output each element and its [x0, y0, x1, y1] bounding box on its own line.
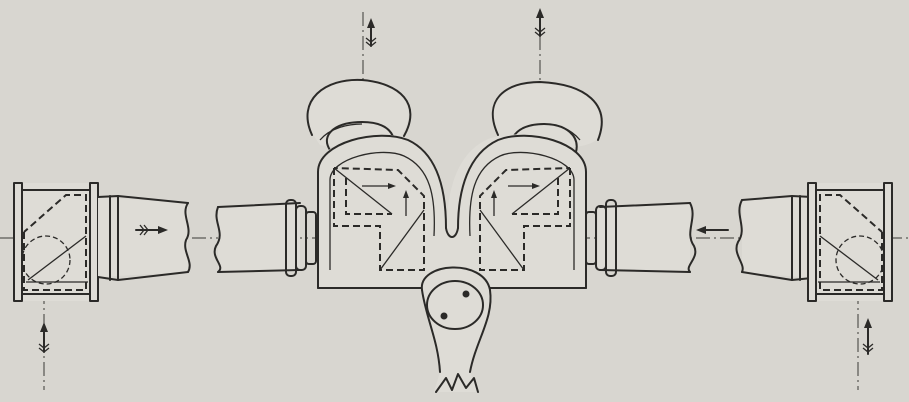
- arrow-up-icon: [491, 190, 497, 216]
- arrow-up-icon: [862, 318, 874, 355]
- arrow-up-icon: [534, 8, 546, 37]
- arrow-up-icon: [365, 18, 377, 47]
- right-tube: [735, 195, 813, 281]
- left-inner-tube: [213, 199, 317, 277]
- arrow-right-icon: [508, 183, 540, 189]
- left-tube: [97, 195, 191, 281]
- arrow-right-icon: [135, 224, 168, 236]
- center-hinge-bracket: [420, 266, 492, 393]
- right-prism-housing: [807, 182, 893, 302]
- arrow-left-icon: [696, 226, 729, 234]
- arrow-right-icon: [362, 183, 396, 189]
- central-body: [317, 134, 587, 289]
- arrow-up-icon: [403, 190, 409, 216]
- left-prism-housing: [13, 182, 99, 302]
- left-eyepiece: [306, 78, 412, 151]
- arrow-up-icon: [38, 322, 50, 353]
- right-inner-tube: [585, 199, 697, 277]
